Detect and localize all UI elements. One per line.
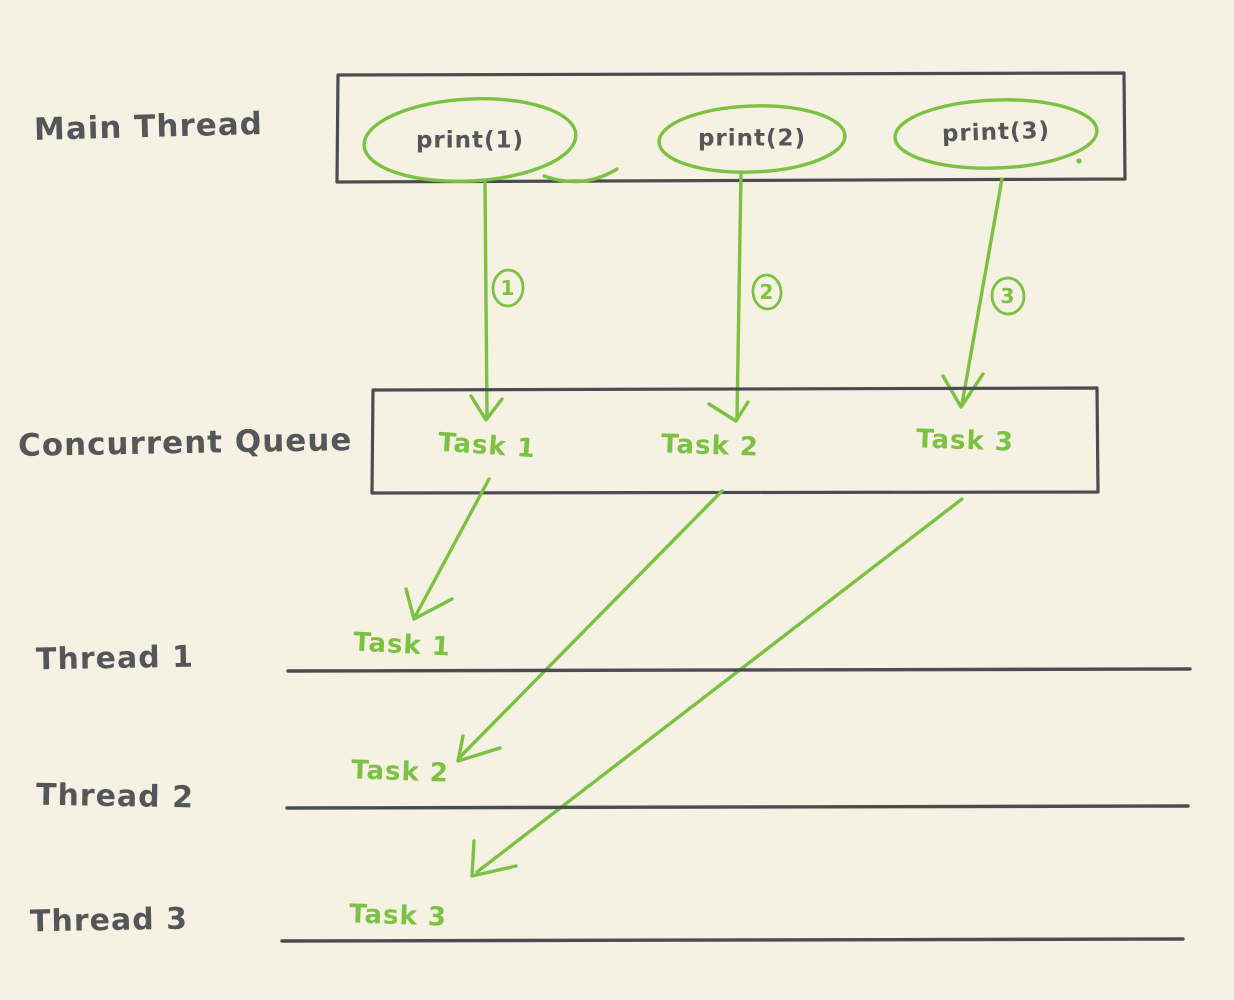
- queue-task3-label: Task 3: [915, 424, 1015, 458]
- print1-ellipse: [362, 96, 578, 184]
- main-thread-label: Main Thread: [33, 106, 264, 148]
- arrow-print3-to-queue: [941, 177, 1004, 409]
- print1-call-label: print(1): [415, 127, 525, 154]
- print2-ellipse: [657, 104, 847, 174]
- arrow-task1-to-thread1: [404, 477, 491, 621]
- step3-number: 3: [1000, 284, 1016, 308]
- arrowhead: [470, 839, 518, 878]
- thread1-task-label: Task 1: [352, 627, 452, 663]
- thread2-label: Thread 2: [35, 777, 195, 816]
- queue-task1-label: Task 1: [437, 427, 537, 465]
- arrowhead: [469, 394, 504, 422]
- arrowhead: [941, 372, 985, 409]
- step2-number: 2: [759, 280, 775, 304]
- thread3-task-label: Task 3: [348, 899, 448, 933]
- queue-task2-label: Task 2: [660, 429, 760, 463]
- arrow-task2-to-thread2: [456, 489, 724, 763]
- print3-ellipse: [893, 98, 1099, 170]
- print2-call-label: print(2): [697, 125, 807, 152]
- print1-ellipse-tail-stroke: [542, 167, 619, 184]
- thread3-label: Thread 3: [29, 901, 189, 940]
- thread1-label: Thread 1: [35, 639, 195, 678]
- main-thread-box: [335, 71, 1127, 184]
- concurrent-queue-label: Concurrent Queue: [17, 422, 353, 464]
- print3-call-label: print(3): [941, 117, 1051, 148]
- thread1-line: [286, 667, 1192, 673]
- arrow-print2-to-queue: [707, 170, 750, 423]
- thread3-line: [280, 937, 1185, 943]
- step3-circle: [990, 276, 1026, 316]
- thread2-task-label: Task 2: [350, 755, 450, 789]
- concurrent-queue-box: [370, 386, 1100, 495]
- arrow-task3-to-thread3: [470, 497, 964, 878]
- pen-dot: [1076, 158, 1082, 164]
- arrow-print1-to-queue: [469, 181, 504, 422]
- step1-circle: [491, 268, 525, 308]
- arrowhead: [404, 587, 454, 621]
- thread2-line: [285, 804, 1190, 810]
- arrowhead: [707, 400, 750, 423]
- step1-number: 1: [500, 276, 516, 300]
- step2-circle: [751, 273, 783, 311]
- arrowhead: [456, 734, 502, 763]
